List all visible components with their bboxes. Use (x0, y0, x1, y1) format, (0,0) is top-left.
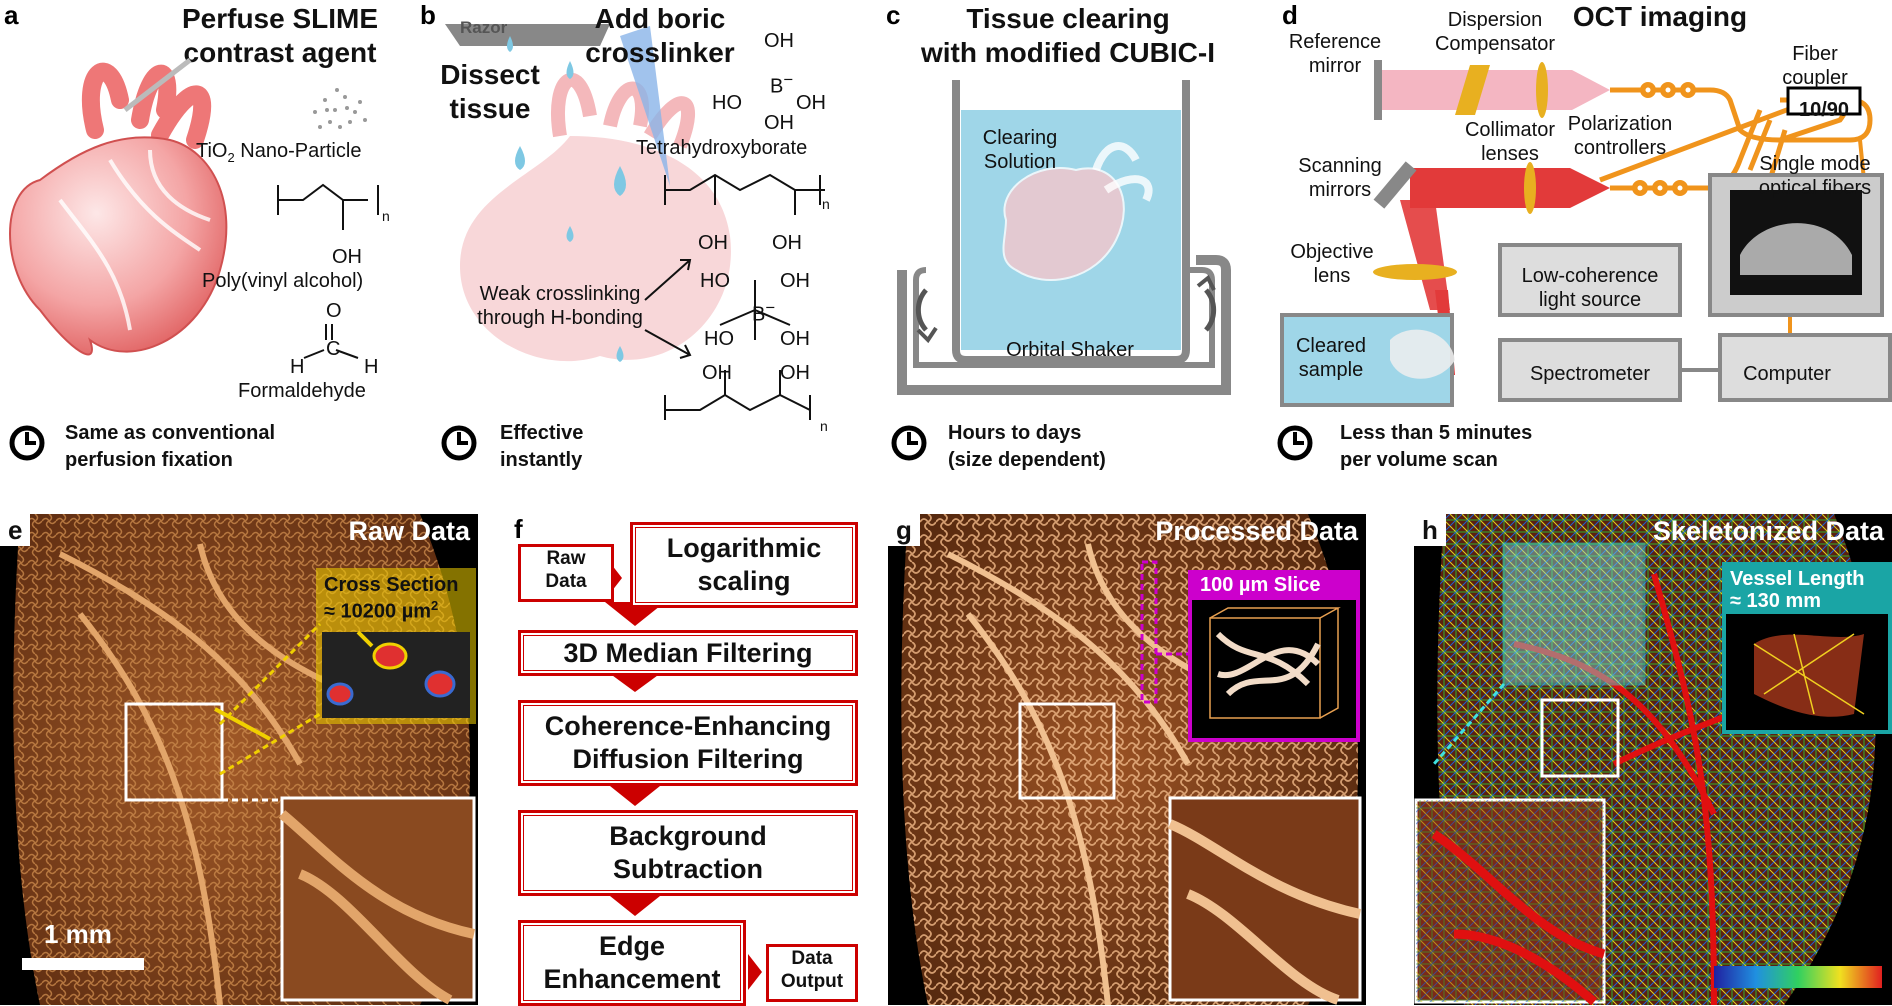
panel-g-title: Processed Data (1155, 516, 1358, 546)
clock-icon (1277, 425, 1313, 461)
tetra-label: Tetrahydroxyborate (636, 137, 808, 159)
formaldehyde-label: Formaldehyde (238, 380, 366, 402)
formaldehyde-bonds (303, 324, 359, 359)
computer-label: Computer (1743, 363, 1831, 385)
fiber-coupler-label: Fiber coupler (1782, 43, 1848, 89)
bond-oh-2: OH (772, 232, 802, 254)
chain-n1: n (822, 196, 830, 212)
tetra-oh-right: OH (796, 92, 826, 114)
pva-structure (277, 183, 379, 230)
heart-illustration (9, 58, 228, 356)
pva-oh: OH (332, 246, 362, 268)
vessel-length-label: Vessel Length (1730, 568, 1865, 590)
tio2-label: TiO2 Nano-Particle (196, 140, 362, 165)
form-o: O (326, 300, 342, 322)
skeletonized-data-volume (1414, 514, 1892, 1005)
cross-section-value: ≈ 10200 µm2 (324, 598, 439, 623)
razor-label: Razor (460, 18, 508, 37)
nanoparticle-cloud (313, 88, 367, 129)
panel-letter-b: b (420, 0, 436, 30)
collimator-label: Collimator lenses (1464, 119, 1556, 165)
coupler-ratio: 10/90 (1798, 99, 1850, 121)
bond-oh-5: OH (702, 362, 732, 384)
bond-oh-4: OH (780, 328, 810, 350)
panel-h-title: Skeletonized Data (1652, 516, 1884, 546)
objective-lens-label: Objective lens (1290, 241, 1374, 287)
single-mode-label: Single mode optical fibers (1758, 153, 1872, 199)
panel-b-title: Add boric crosslinker (585, 3, 735, 68)
bond-ho-1: HO (700, 270, 730, 292)
bond-b-center: B− (752, 298, 776, 326)
panel-d-title: OCT imaging (1572, 1, 1748, 32)
step-coherence: Coherence-Enhancing Diffusion Filtering (518, 700, 858, 786)
clock-icon (891, 425, 927, 461)
panel-d-time: Less than 5 minutes per volume scan (1340, 422, 1533, 471)
chain-n2: n (820, 418, 828, 434)
step-logarithmic: Logarithmic scaling (630, 522, 858, 608)
panel-letter-c: c (886, 0, 901, 30)
bond-ho-2: HO (704, 328, 734, 350)
panel-b-time: Effective instantly (500, 422, 584, 471)
polarization-label: Polarization controllers (1567, 113, 1673, 159)
cleared-sample-label: Cleared sample (1295, 335, 1367, 381)
dispersion-label: Dispersion Compensator (1434, 9, 1556, 55)
panel-letter-d: d (1282, 0, 1298, 30)
bond-oh-3: OH (780, 270, 810, 292)
spectrometer-label: Spectrometer (1529, 363, 1651, 385)
step-background: Background Subtraction (518, 810, 858, 896)
pva-label: Poly(vinyl alcohol) (202, 270, 364, 292)
panel-e-title: Raw Data (348, 516, 470, 546)
tetra-ho: HO (712, 92, 742, 114)
bond-oh-6: OH (780, 362, 810, 384)
clearing-solution-label: Clearing Solution (982, 127, 1058, 173)
form-c: C (326, 338, 341, 360)
crosslink-structure (664, 173, 825, 420)
step-median: 3D Median Filtering (518, 630, 858, 676)
orbital-shaker-label: Orbital Shaker (1006, 339, 1134, 361)
panel-a-title: Perfuse SLIME contrast agent (181, 3, 379, 68)
low-coherence-label: Low-coherence light source (1521, 265, 1659, 311)
vessel-length-value: ≈ 130 mm (1730, 590, 1822, 612)
cross-section-label: Cross Section (324, 574, 459, 596)
tetra-oh-bottom: OH (764, 112, 794, 134)
form-h2: H (364, 356, 379, 378)
panel-g: g Processed Data 100 µm Slice (888, 514, 1366, 1005)
weak-crosslink-label: Weak crosslinking through H-bonding (477, 283, 643, 329)
arrows (644, 259, 692, 359)
tetra-oh-top: OH (764, 30, 794, 52)
panel-c-time: Hours to days (size dependent) (948, 422, 1106, 471)
processed-data-volume (901, 514, 1362, 1005)
step-edge: Edge Enhancement (518, 920, 746, 1006)
scanning-mirrors-label: Scanning mirrors (1298, 155, 1382, 201)
data-output-box: Data Output (766, 944, 858, 1002)
panel-letter-h: h (1414, 514, 1446, 546)
clearing-apparatus (897, 80, 1231, 395)
dissect-label: Dissect tissue (440, 59, 540, 124)
clock-icon (441, 425, 477, 461)
panel-e: e Raw Data Cross Section ≈ 10200 µm2 1 m… (0, 514, 478, 1005)
slice-label: 100 µm Slice (1200, 574, 1321, 596)
form-h1: H (290, 356, 305, 378)
scale-bar-label: 1 mm (44, 919, 112, 949)
raw-data-box: Raw Data (518, 544, 614, 602)
panel-h: h Skeletonized Data Vessel Length ≈ 130 … (1414, 514, 1892, 1005)
panel-letter-f: f (514, 514, 523, 544)
bond-oh-1: OH (698, 232, 728, 254)
panel-letter-e: e (0, 514, 31, 546)
clock-icon (9, 425, 45, 461)
raw-data-volume (13, 514, 476, 1005)
pva-n: n (382, 208, 390, 224)
panel-letter-g: g (888, 514, 920, 546)
panel-c-title: Tissue clearing with modified CUBIC-I (921, 3, 1215, 68)
oct-setup (1280, 60, 1892, 407)
reference-mirror-label: Reference mirror (1288, 31, 1382, 77)
panel-a-time: Same as conventional perfusion fixation (65, 422, 276, 471)
tetra-b: B− (770, 70, 794, 98)
heart-illustration-b (445, 24, 731, 362)
panel-letter-a: a (4, 0, 19, 30)
